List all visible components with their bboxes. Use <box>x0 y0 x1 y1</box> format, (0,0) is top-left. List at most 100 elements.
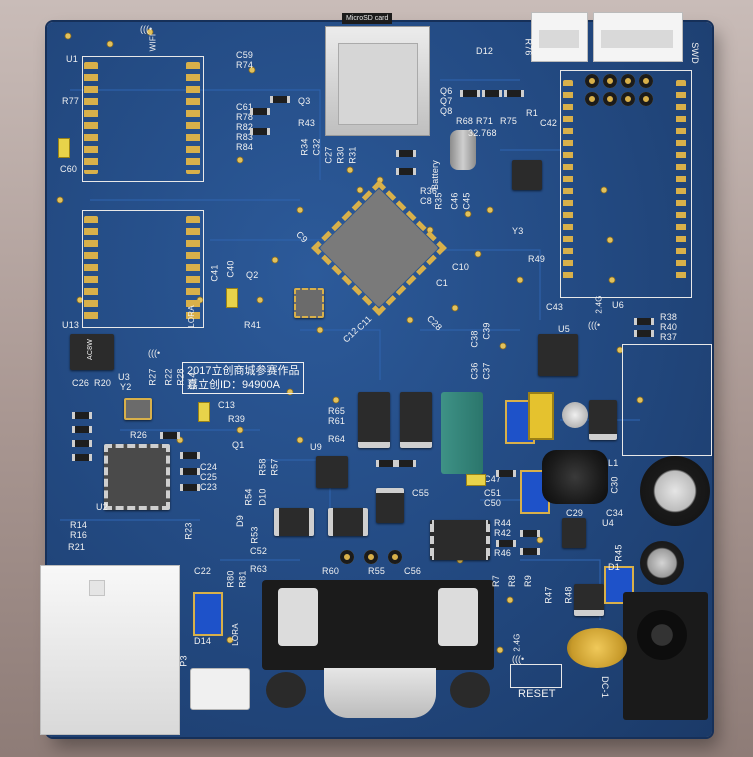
band-24g-b: 2.4G <box>512 633 522 652</box>
smd-resistor <box>460 90 480 97</box>
header-pin <box>603 74 617 88</box>
designator-r75: R75 <box>500 116 518 126</box>
lora-icon: (((• <box>148 348 161 358</box>
microsd-slot: MicroSD card <box>325 13 430 136</box>
smd-resistor <box>72 440 92 447</box>
electrolytic-cap-large <box>640 456 710 526</box>
designator-c43: C43 <box>546 302 564 312</box>
module-pad-strip <box>186 216 200 320</box>
designator-c51: C51 <box>484 488 502 498</box>
header-pin <box>639 92 653 106</box>
smd-resistor <box>396 460 416 467</box>
designator-c37: C37 <box>481 362 492 380</box>
smd-resistor <box>180 452 200 459</box>
designator-c45: C45 <box>461 192 472 210</box>
designator-r49: R49 <box>528 254 546 264</box>
designator-q6: Q6 <box>440 86 453 96</box>
designator-c13: C13 <box>218 400 236 410</box>
smd-resistor <box>250 128 270 135</box>
designator-u5: U5 <box>558 324 570 334</box>
designator-c47: C47 <box>484 474 502 484</box>
ic-q <box>400 392 432 448</box>
yellow-smd <box>466 474 486 486</box>
designator-r42: R42 <box>494 528 512 538</box>
header-pin <box>585 92 599 106</box>
designator-r8: R8 <box>506 575 517 587</box>
designator-q2: Q2 <box>246 270 259 280</box>
ic-diode <box>376 488 404 523</box>
designator-r43: R43 <box>298 118 316 128</box>
module-pad-strip <box>186 62 200 174</box>
designator-r34: R34 <box>299 138 310 156</box>
yellow-cap <box>528 392 554 440</box>
designator-r14: R14 <box>70 520 88 530</box>
designator-r77: R77 <box>62 96 80 106</box>
designator-c32: C32 <box>311 138 322 156</box>
db9-connector <box>262 580 494 720</box>
dc-jack <box>623 592 708 720</box>
smd-resistor <box>160 432 180 439</box>
designator-c56: C56 <box>404 566 422 576</box>
smd-resistor <box>634 330 654 337</box>
designator-c59: C59 <box>236 50 254 60</box>
smd-resistor <box>496 470 516 477</box>
through-hole <box>340 550 354 564</box>
ic-diode <box>574 584 604 616</box>
designator-c36: C36 <box>469 362 480 380</box>
ic-u9 <box>316 456 348 488</box>
wifi-label: WIFI <box>148 33 158 52</box>
module-pad-strip <box>84 62 98 174</box>
ic-y2-crystal <box>124 398 152 420</box>
designator-c23: C23 <box>200 482 218 492</box>
ic-small-sensor <box>294 288 324 318</box>
ic-q <box>358 392 390 448</box>
designator-r1: R1 <box>526 108 538 118</box>
lora-label-top: LORA <box>186 305 196 328</box>
designator-r57: R57 <box>269 458 280 476</box>
band-icon-b: (((• <box>512 654 525 664</box>
contest-text-box: 2017立创商城参赛作品 嘉立创ID：94900A <box>182 362 305 394</box>
swd-label: SWD <box>689 42 700 64</box>
dc-label: DC-1 <box>599 676 610 698</box>
designator-c60: C60 <box>60 164 78 174</box>
designator-r54: R54 <box>243 488 254 506</box>
microsd-label: MicroSD card <box>342 13 393 24</box>
designator-r20: R20 <box>94 378 112 388</box>
designator-r45: R45 <box>613 544 624 562</box>
ic-u5 <box>538 334 578 376</box>
designator-d10: D10 <box>257 488 268 506</box>
ic-center <box>430 520 490 560</box>
designator-y2: Y2 <box>120 382 132 392</box>
band-24g-a: 2.4G <box>594 295 604 314</box>
power-area-outline <box>622 344 712 456</box>
designator-r31: R31 <box>347 146 358 164</box>
smd-resistor <box>504 90 524 97</box>
smd-resistor <box>180 484 200 491</box>
designator-r22: R22 <box>163 368 174 386</box>
designator-r80: R80 <box>225 570 236 588</box>
smd-resistor <box>376 460 396 467</box>
micro-usb-connector <box>190 668 250 710</box>
smd-resistor <box>72 426 92 433</box>
designator-d14: D14 <box>194 636 212 646</box>
header-pin <box>603 92 617 106</box>
designator-r61: R61 <box>328 416 346 426</box>
designator-r21: R21 <box>68 542 86 552</box>
through-hole <box>364 550 378 564</box>
buzzer <box>567 628 627 668</box>
designator-r65: R65 <box>328 406 346 416</box>
designator-r23: R23 <box>183 522 194 540</box>
designator-r63: R63 <box>250 564 268 574</box>
smd-resistor <box>72 412 92 419</box>
tantalum-cap <box>193 592 223 636</box>
designator-u13: U13 <box>62 320 80 330</box>
designator-r84: R84 <box>236 142 254 152</box>
lora-label-bottom: LORA <box>230 623 240 646</box>
reset-button[interactable] <box>510 664 562 688</box>
designator-c26: C26 <box>72 378 90 388</box>
band-icon-a: (((• <box>588 320 601 330</box>
yellow-smd <box>226 288 238 308</box>
designator-r44: R44 <box>494 518 512 528</box>
designator-r55: R55 <box>368 566 386 576</box>
designator-r46: R46 <box>494 548 512 558</box>
